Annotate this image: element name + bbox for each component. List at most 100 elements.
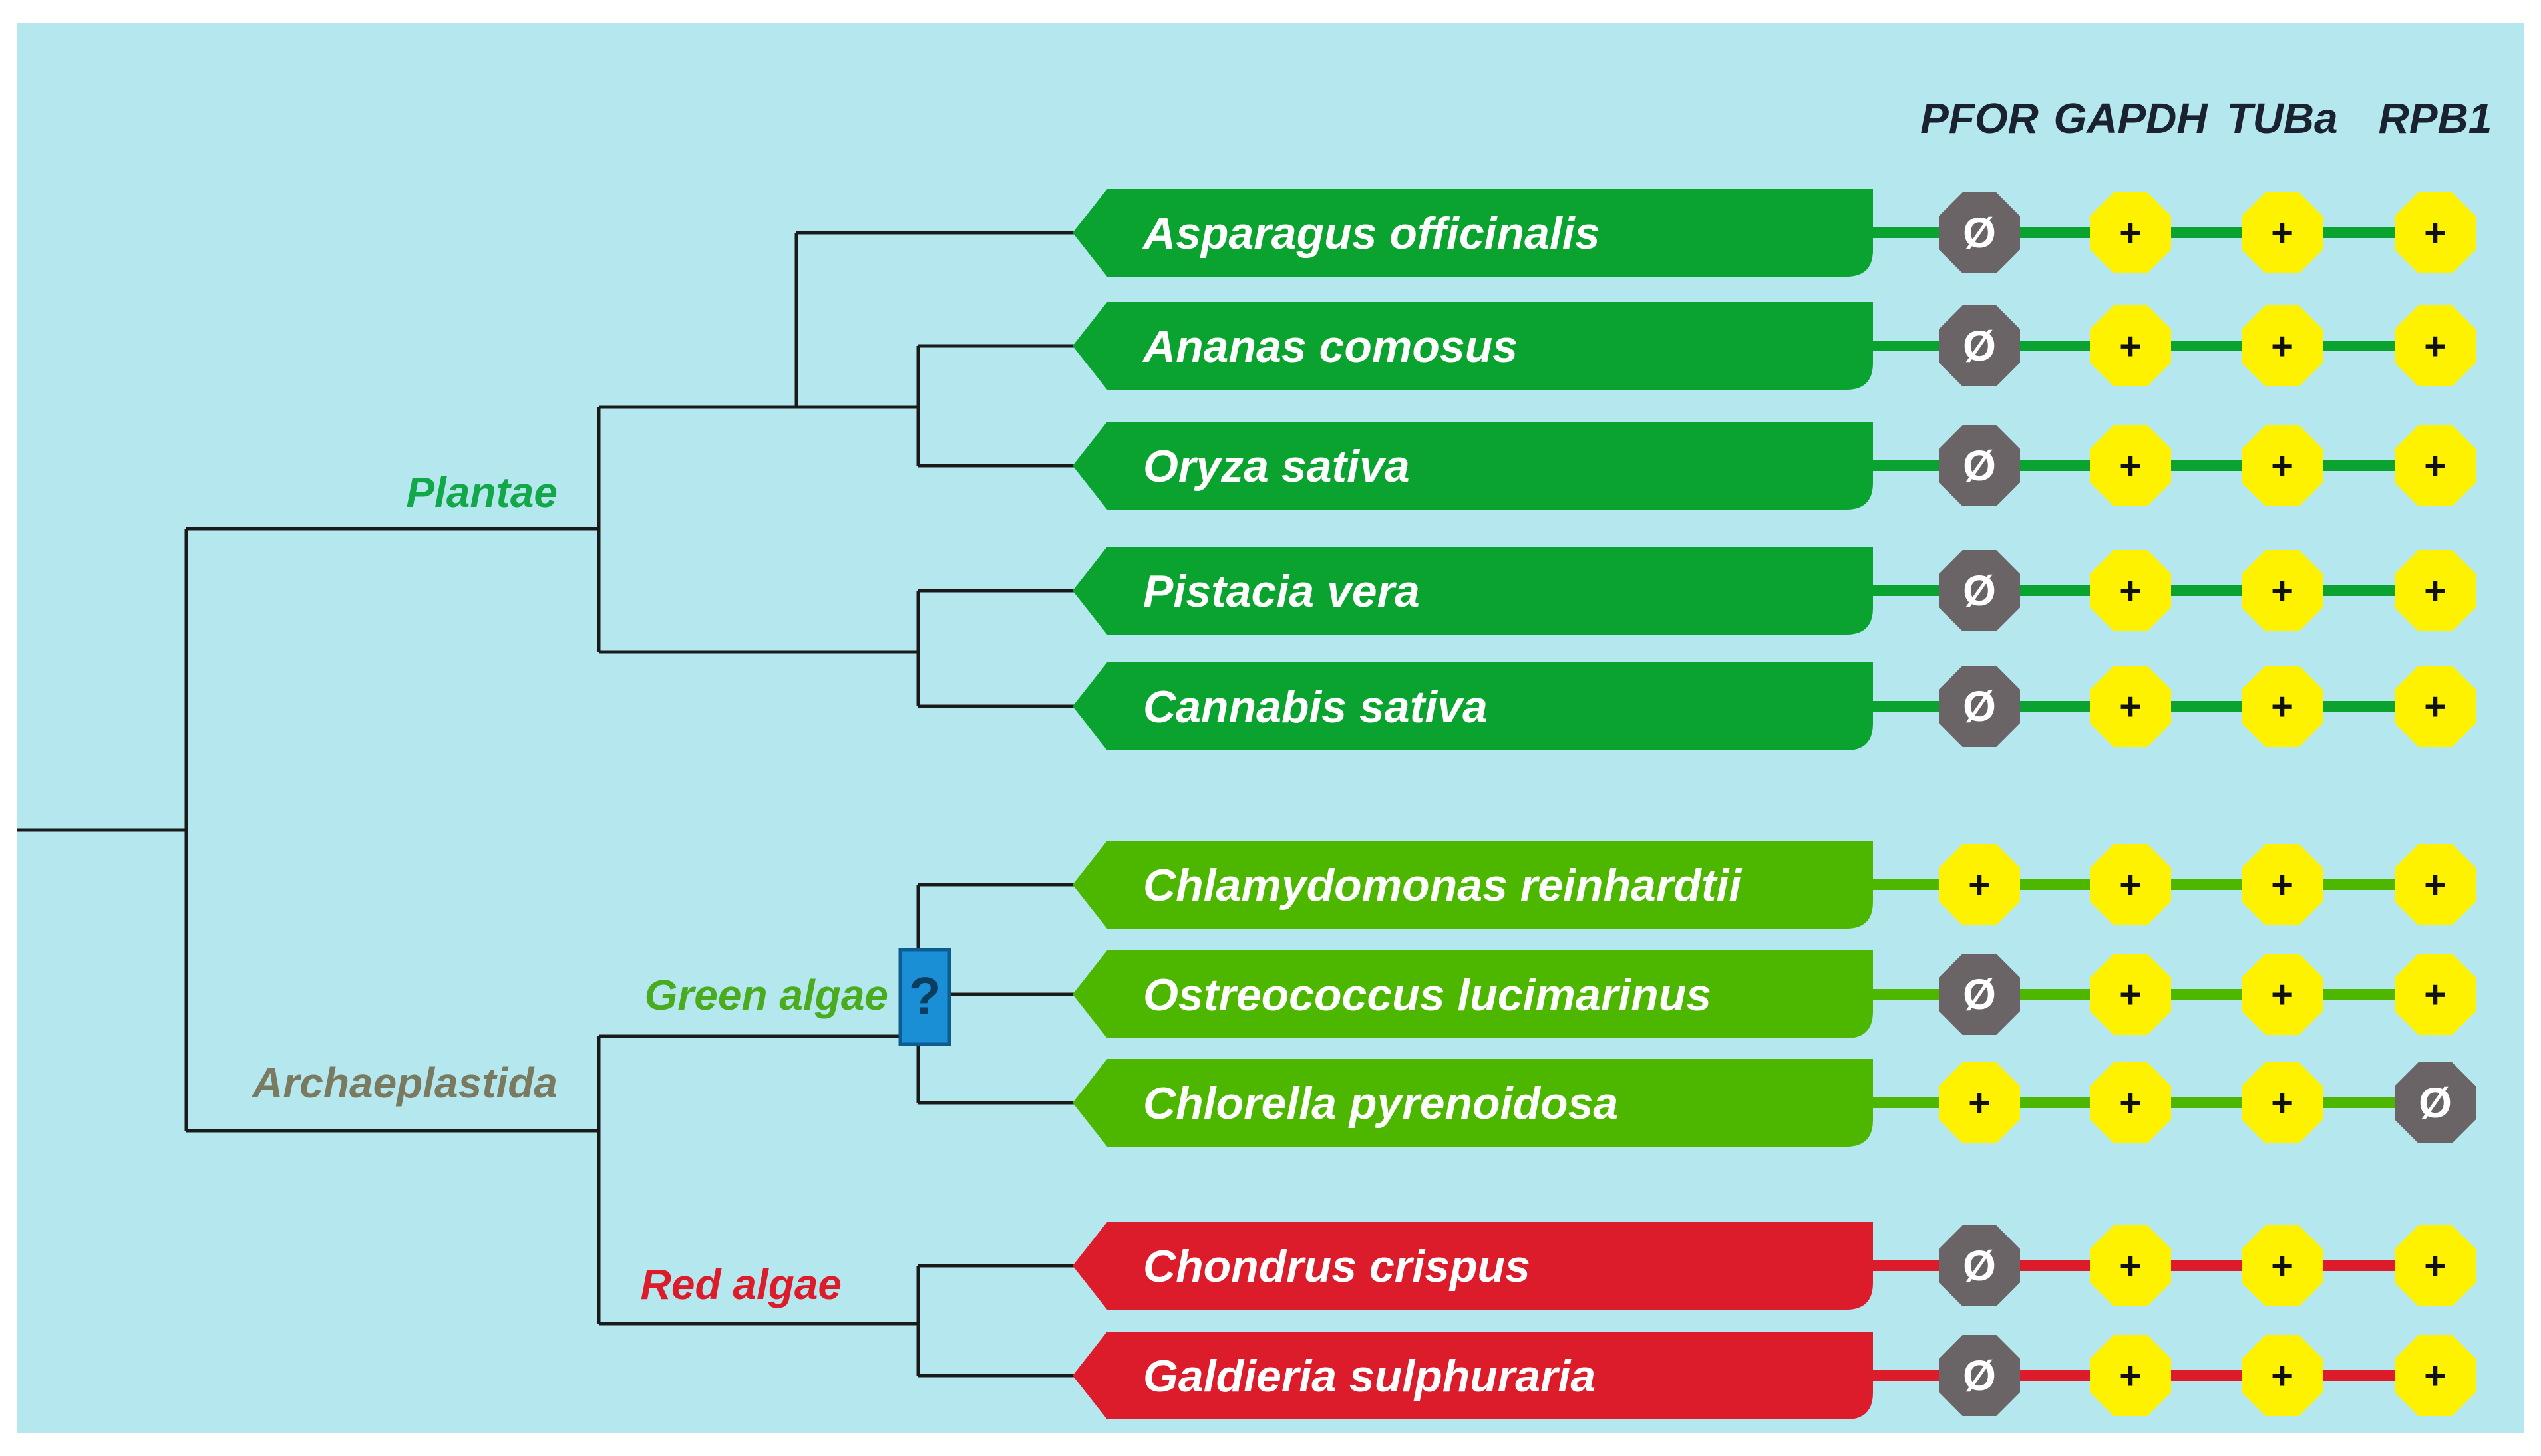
presence-symbol: + (2119, 212, 2142, 255)
taxon-name: Chlamydomonas reinhardtii (1143, 860, 1743, 911)
taxon-row: Chlamydomonas reinhardtii + + + + (1073, 841, 2476, 929)
presence-symbol: + (2424, 1354, 2447, 1397)
absence-symbol: Ø (1963, 209, 1996, 257)
presence-symbol: + (2271, 569, 2293, 613)
question-mark: ? (909, 966, 941, 1026)
absence-marker (1939, 666, 2020, 747)
presence-marker (2090, 1225, 2171, 1306)
presence-marker (2395, 844, 2476, 925)
presence-marker (2090, 1335, 2171, 1416)
taxon-tag (1073, 302, 1873, 390)
absence-marker (2395, 1062, 2476, 1143)
presence-marker (2395, 305, 2476, 386)
clade-label-plantae: Plantae (406, 468, 558, 516)
absence-symbol: Ø (1963, 682, 1996, 730)
taxon-tag (1073, 547, 1873, 635)
presence-marker (2395, 425, 2476, 506)
presence-marker (2090, 550, 2171, 631)
presence-symbol: + (2271, 973, 2293, 1016)
presence-symbol: + (2424, 212, 2447, 255)
column-header-rpb1: RPB1 (2379, 94, 2492, 142)
absence-marker (1939, 550, 2020, 631)
column-headers: PFOR GAPDH TUBa RPB1 (1920, 94, 2492, 142)
presence-symbol: + (2271, 325, 2293, 368)
absence-marker (1939, 192, 2020, 273)
presence-symbol: + (2271, 1244, 2293, 1288)
presence-marker (2090, 192, 2171, 273)
presence-marker (2242, 1225, 2323, 1306)
presence-marker (1939, 1062, 2020, 1143)
presence-marker (2395, 1335, 2476, 1416)
presence-symbol: + (2424, 444, 2447, 488)
presence-marker (2395, 954, 2476, 1035)
presence-symbol: + (2119, 1244, 2142, 1288)
presence-symbol: + (2271, 863, 2293, 907)
presence-marker (2395, 550, 2476, 631)
presence-symbol: + (1968, 1082, 1991, 1125)
presence-symbol: + (2119, 1082, 2142, 1125)
taxon-name: Chlorella pyrenoidosa (1143, 1078, 1618, 1129)
presence-marker (2395, 666, 2476, 747)
presence-symbol: + (2271, 1082, 2293, 1125)
presence-marker (2090, 954, 2171, 1035)
absence-symbol: Ø (1963, 322, 1996, 370)
presence-symbol: + (2424, 685, 2447, 728)
presence-symbol: + (2424, 973, 2447, 1016)
presence-symbol: + (2271, 685, 2293, 728)
taxon-name: Asparagus officinalis (1142, 208, 1600, 259)
clade-label-red-algae: Red algae (641, 1260, 842, 1308)
presence-symbol: + (2424, 325, 2447, 368)
taxon-name: Ostreococcus lucimarinus (1143, 970, 1711, 1020)
presence-marker (2242, 844, 2323, 925)
presence-symbol: + (2119, 569, 2142, 613)
taxon-tag (1073, 662, 1873, 750)
presence-symbol: + (2424, 1244, 2447, 1288)
taxon-name: Galdieria sulphuraria (1143, 1351, 1596, 1401)
presence-marker (2242, 192, 2323, 273)
taxon-row: Ostreococcus lucimarinus Ø + + + (1073, 950, 2476, 1038)
presence-symbol: + (2119, 444, 2142, 488)
presence-marker (2090, 1062, 2171, 1143)
presence-marker (2242, 1062, 2323, 1143)
absence-marker (1939, 305, 2020, 386)
taxon-row: Chlorella pyrenoidosa + + + Ø (1073, 1059, 2476, 1147)
absence-marker (1939, 425, 2020, 506)
absence-symbol: Ø (1963, 1242, 1996, 1290)
presence-symbol: + (2119, 685, 2142, 728)
presence-symbol: + (2424, 863, 2447, 907)
presence-marker (2242, 1335, 2323, 1416)
presence-symbol: + (2119, 863, 2142, 907)
presence-symbol: + (2271, 444, 2293, 488)
algae-node (597, 1034, 918, 1326)
column-header-gapdh: GAPDH (2053, 94, 2208, 142)
presence-marker (2090, 666, 2171, 747)
presence-marker (2090, 844, 2171, 925)
absence-symbol: Ø (2419, 1079, 2452, 1127)
column-header-pfor: PFOR (1920, 94, 2039, 142)
question-box (898, 948, 951, 1046)
absence-marker (1939, 1225, 2020, 1306)
presence-symbol: + (1968, 863, 1991, 907)
taxon-tag (1073, 189, 1873, 277)
presence-symbol: + (2271, 1354, 2293, 1397)
presence-marker (2090, 305, 2171, 386)
presence-symbol: + (2119, 973, 2142, 1016)
taxon-name: Oryza sativa (1143, 441, 1410, 492)
presence-marker (2242, 425, 2323, 506)
presence-symbol: + (2271, 212, 2293, 255)
presence-marker (2090, 425, 2171, 506)
taxon-name: Ananas comosus (1142, 321, 1518, 372)
absence-symbol: Ø (1963, 970, 1996, 1018)
taxon-row: Asparagus officinalis Ø + + + (1073, 189, 2476, 277)
clade-labels: Plantae Green algae Archaeplastida Red a… (251, 468, 888, 1308)
taxon-tag (1073, 950, 1873, 1038)
presence-marker (2242, 550, 2323, 631)
